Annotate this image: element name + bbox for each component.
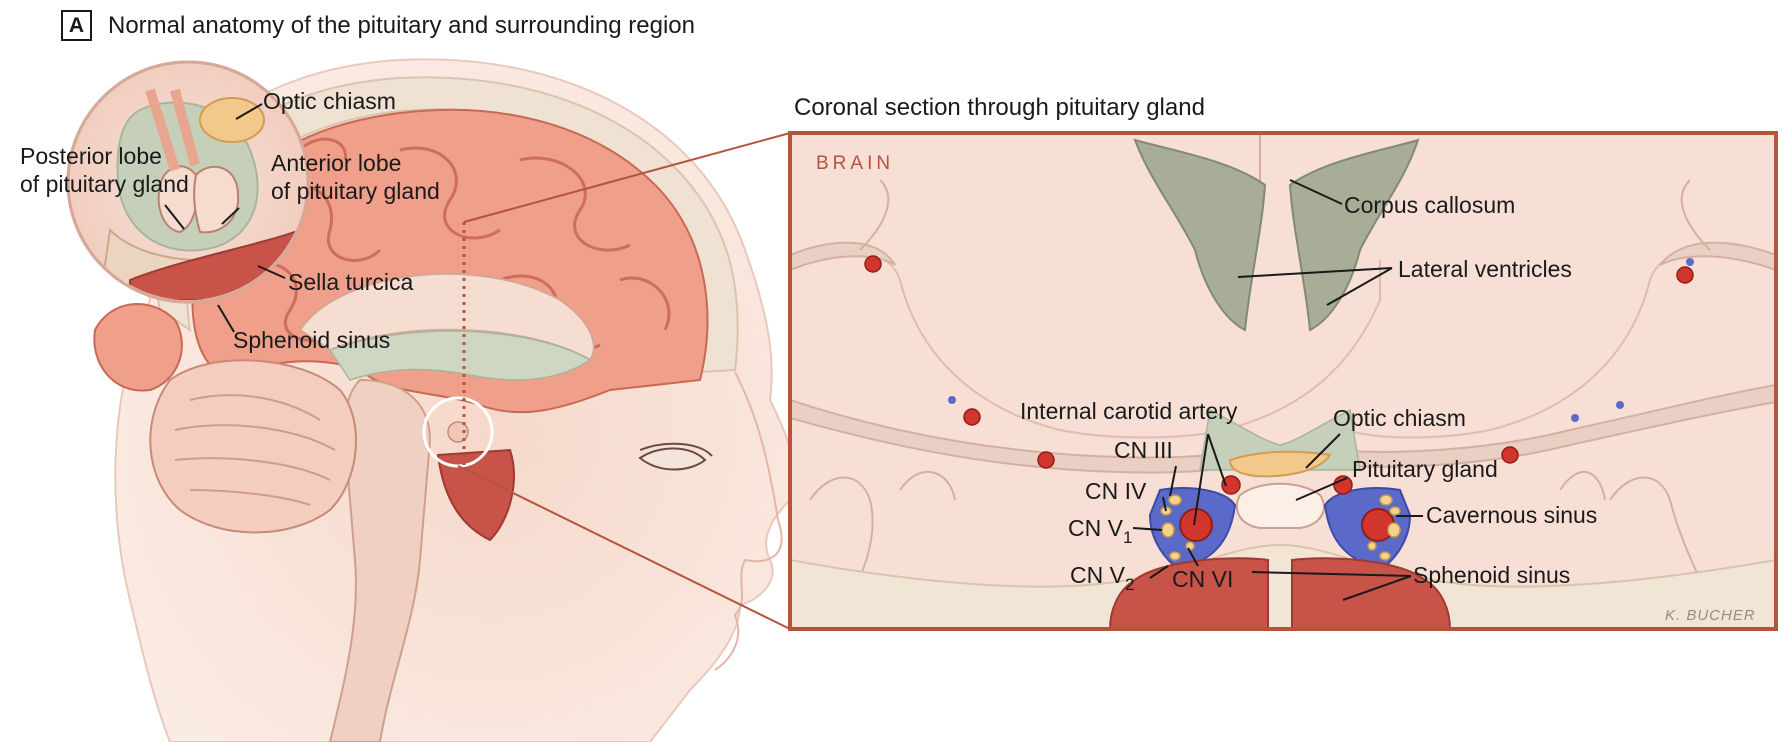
coronal-section: [790, 133, 1776, 629]
cortical-veins: [948, 258, 1694, 422]
brain-region-label: BRAIN: [816, 153, 895, 174]
cn-v1-base: CN V: [1068, 515, 1123, 541]
cerebellum: [149, 359, 357, 534]
figure-title: Normal anatomy of the pituitary and surr…: [108, 12, 695, 39]
label-anterior-lobe-line1: Anterior lobe: [271, 150, 402, 176]
coronal-leaders: [1132, 179, 1423, 601]
label-cn-vi: CN VI: [1172, 566, 1234, 592]
face-profile: [714, 371, 783, 671]
label-sella-turcica: Sella turcica: [288, 269, 414, 295]
skull-base: [790, 543, 1776, 629]
connector-bottom: [457, 465, 791, 630]
sagittal-leaders: [164, 103, 286, 333]
sphenoid-sinus-sagittal: [436, 448, 515, 542]
label-posterior-lobe-line1: Posterior lobe: [20, 143, 162, 169]
csf-space: [328, 330, 592, 381]
label-sphenoid-sinus-sagittal: Sphenoid sinus: [233, 327, 391, 353]
label-pituitary-gland: Pituitary gland: [1352, 456, 1498, 482]
label-corpus-callosum: Corpus callosum: [1344, 192, 1516, 218]
label-internal-carotid-artery: Internal carotid artery: [1020, 398, 1238, 424]
label-cavernous-sinus: Cavernous sinus: [1426, 502, 1598, 528]
panel-letter: A: [61, 10, 92, 41]
pituitary-gland-coronal: [1235, 482, 1325, 529]
coronal-subtitle: Coronal section through pituitary gland: [794, 94, 1205, 121]
cerebellum-folia: [174, 394, 336, 506]
optic-chiasm-shape: [199, 97, 265, 143]
anterior-lobe-shape: [193, 165, 240, 234]
coronal-bands: [790, 241, 1776, 474]
artist-signature: K. BUCHER: [1665, 607, 1756, 624]
label-cn-v2: CN V2: [1070, 562, 1135, 594]
label-sphenoid-sinus-coronal: Sphenoid sinus: [1413, 562, 1571, 588]
label-optic-chiasm-sagittal: Optic chiasm: [263, 88, 396, 114]
cn-v2-base: CN V: [1070, 562, 1125, 588]
label-anterior-lobe-line2: of pituitary gland: [271, 178, 440, 204]
zoom-inset: [66, 60, 310, 304]
connector-top: [463, 132, 791, 223]
eye: [638, 447, 707, 471]
label-cn-iii: CN III: [1114, 437, 1173, 463]
coronal-frame: [788, 131, 1778, 631]
optic-chiasm-coronal: [1228, 450, 1332, 478]
right-lateral-ventricle: [1288, 138, 1420, 332]
cranial-nerves: [1160, 494, 1401, 561]
label-cn-iv: CN IV: [1085, 478, 1147, 504]
cortical-vessels: [864, 255, 1694, 469]
label-optic-chiasm-coronal: Optic chiasm: [1333, 405, 1466, 431]
label-lateral-ventricles: Lateral ventricles: [1398, 256, 1572, 282]
label-posterior-lobe-line2: of pituitary gland: [20, 171, 189, 197]
left-lateral-ventricle: [1133, 138, 1267, 332]
corpus-callosum-sagittal: [298, 272, 595, 362]
cn-v2-subscript: 2: [1124, 575, 1135, 594]
label-cn-v1: CN V1: [1068, 515, 1133, 547]
cn-v1-subscript: 1: [1122, 528, 1133, 547]
occipital-lobe: [93, 303, 183, 392]
